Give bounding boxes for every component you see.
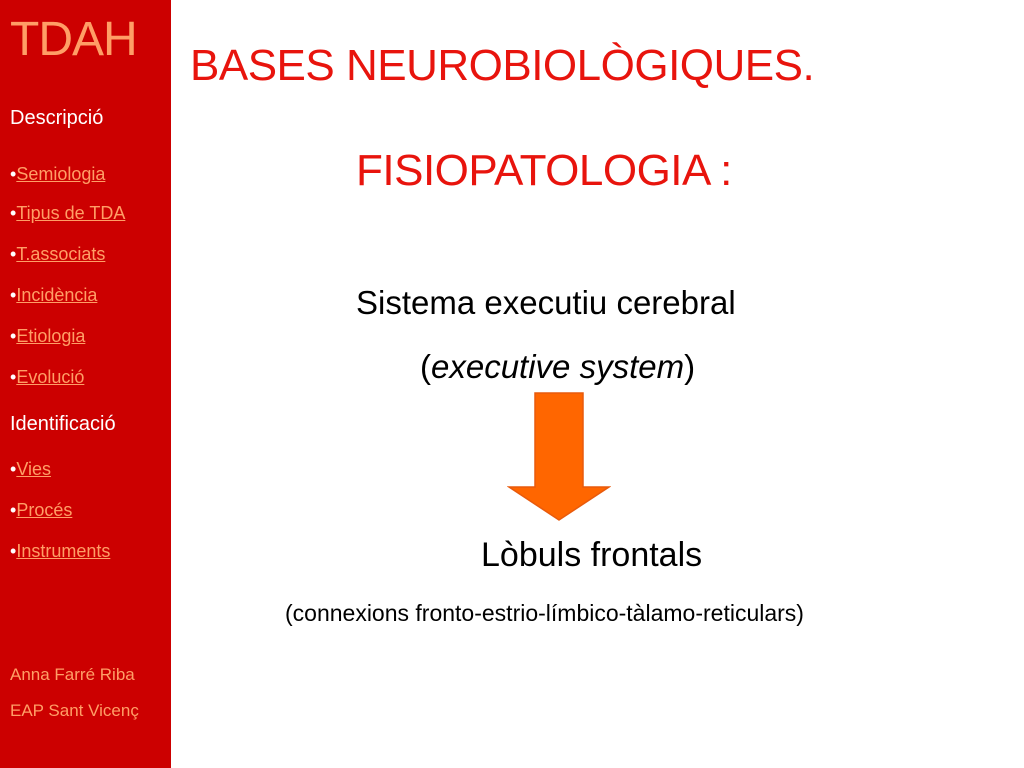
- sidebar-link-label[interactable]: T.associats: [16, 244, 106, 264]
- sidebar-link-vies[interactable]: •Vies: [10, 458, 51, 480]
- executive-system-text: executive system: [431, 348, 685, 385]
- sidebar-heading-identificacio: Identificació: [10, 413, 116, 435]
- bullet: •: [10, 459, 17, 479]
- sidebar-link-evolucio[interactable]: •Evolució: [10, 366, 84, 388]
- executive-system-line: (executive system): [420, 346, 695, 388]
- sidebar-link-label[interactable]: Vies: [16, 459, 52, 479]
- sidebar-author: Anna Farré Riba: [10, 665, 135, 684]
- bullet: •: [10, 244, 17, 264]
- bullet: •: [10, 326, 17, 346]
- sidebar-link-label[interactable]: Procés: [16, 500, 73, 520]
- sidebar-link-tipus-de-tda[interactable]: •Tipus de TDA: [10, 202, 125, 224]
- paren-close: ): [684, 348, 696, 385]
- frontal-lobes-line: Lòbuls frontals: [481, 536, 703, 574]
- bullet: •: [10, 500, 17, 520]
- connections-line: (connexions fronto-estrio-límbico-tàlamo…: [285, 600, 804, 626]
- down-arrow-icon: [507, 392, 611, 521]
- bullet: •: [10, 541, 17, 561]
- sidebar-link-label[interactable]: Tipus de TDA: [16, 203, 126, 223]
- arrow-shape: [507, 392, 611, 521]
- sidebar-link-t-associats[interactable]: •T.associats: [10, 243, 105, 265]
- sidebar-title: TDAH: [10, 13, 138, 66]
- slide-subtitle: FISIOPATOLOGIA :: [356, 146, 732, 195]
- sidebar-link-label[interactable]: Evolució: [16, 367, 85, 387]
- sidebar-organization: EAP Sant Vicenç: [10, 701, 139, 720]
- bullet: •: [10, 285, 17, 305]
- sidebar-heading-descripcio: Descripció: [10, 107, 104, 129]
- sidebar-link-label[interactable]: Semiologia: [16, 164, 106, 184]
- sidebar-link-instruments[interactable]: •Instruments: [10, 540, 110, 562]
- sidebar-link-proces[interactable]: •Procés: [10, 499, 72, 521]
- slide-title: BASES NEUROBIOLÒGIQUES.: [190, 41, 815, 90]
- sidebar-link-incidencia[interactable]: •Incidència: [10, 284, 97, 306]
- sidebar-link-etiologia[interactable]: •Etiologia: [10, 325, 85, 347]
- bullet: •: [10, 367, 17, 387]
- paren-open: (: [420, 348, 431, 385]
- sidebar-link-label[interactable]: Instruments: [16, 541, 111, 561]
- bullet: •: [10, 203, 17, 223]
- sidebar-link-label[interactable]: Etiologia: [16, 326, 86, 346]
- sidebar: TDAH Descripció •Semiologia •Tipus de TD…: [0, 0, 171, 768]
- bullet: •: [10, 164, 17, 184]
- sidebar-link-semiologia[interactable]: •Semiologia: [10, 163, 105, 185]
- sidebar-link-label[interactable]: Incidència: [16, 285, 98, 305]
- system-line: Sistema executiu cerebral: [356, 284, 736, 321]
